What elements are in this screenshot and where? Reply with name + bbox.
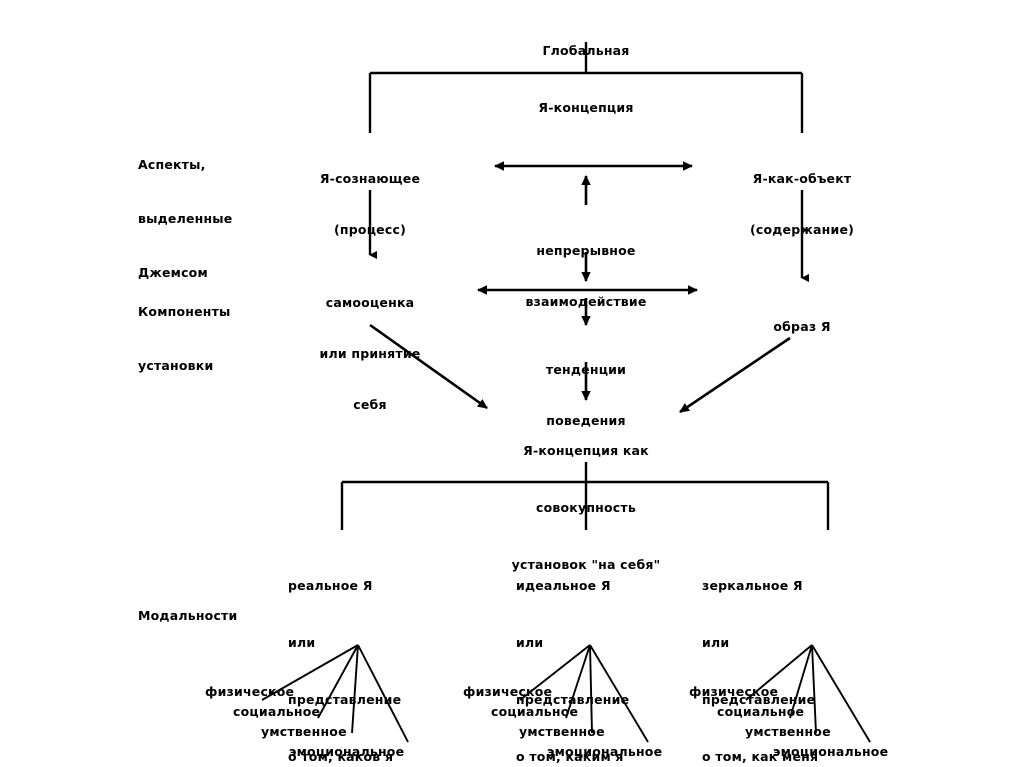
aspect-real-physical: физическое	[205, 684, 295, 699]
row-label-aspects-james-line2: выделенные	[138, 211, 233, 226]
node-continuous-interaction-line1: непрерывное	[536, 243, 636, 258]
node-modality-real-self-line4: о том, каков я	[288, 749, 394, 764]
modality-to-aspects-fan	[261, 644, 871, 743]
node-global-self-concept: Глобальная Я-концепция	[538, 3, 633, 155]
node-behavior-tendencies: тенденции поведения	[546, 327, 626, 463]
aspect-mirror-mental: умственное	[745, 724, 831, 739]
node-self-as-knower: Я-сознающее (процесс)	[320, 136, 420, 272]
interaction-arrows	[477, 161, 698, 326]
aspect-real-mental: умственное	[261, 724, 347, 739]
node-self-as-knower-line2: (процесс)	[334, 222, 406, 237]
node-global-self-concept-line2: Я-концепция	[538, 100, 634, 115]
node-self-esteem-line3: себя	[353, 397, 387, 412]
node-self-concept-attitudes-line2: совокупность	[536, 500, 636, 515]
node-self-esteem: самооценка или принятие себя	[320, 260, 421, 447]
node-modality-ideal-self-line1: идеальное Я	[516, 578, 611, 593]
aspect-ideal-mental: умственное	[519, 724, 605, 739]
aspect-real-social: социальное	[233, 704, 321, 719]
node-modality-ideal-self: идеальное Я или представление о том, как…	[516, 538, 629, 767]
row-label-components-line2: установки	[138, 358, 214, 373]
row-label-modalities-line1: Модальности	[138, 608, 238, 623]
node-self-esteem-line2: или принятие	[319, 346, 421, 361]
row-label-aspects-james-line1: Аспекты,	[138, 157, 206, 172]
node-self-concept-attitudes-line1: Я-концепция как	[523, 443, 649, 458]
row-label-aspects: Аспекты	[138, 738, 201, 767]
node-modality-real-self: реальное Я или представление о том, како…	[288, 538, 401, 767]
node-continuous-interaction-line2: взаимодействие	[525, 294, 647, 309]
james-to-components	[368, 190, 809, 282]
node-self-as-knower-line1: Я-сознающее	[319, 171, 421, 186]
row-label-components-line1: Компоненты	[138, 304, 231, 319]
node-modality-mirror-self: зеркальное Я или представление о том, ка…	[702, 538, 867, 767]
node-self-image-line1: образ Я	[773, 319, 831, 334]
node-modality-mirror-self-line2: или	[702, 635, 730, 650]
node-global-self-concept-line1: Глобальная	[542, 43, 630, 58]
node-modality-mirror-self-line4: о том, как меня	[702, 749, 819, 764]
node-modality-real-self-line2: или	[288, 635, 316, 650]
aspect-ideal-social: социальное	[491, 704, 579, 719]
node-self-concept-attitudes-line3: установок "на себя"	[511, 557, 661, 572]
node-self-image: образ Я	[773, 284, 830, 369]
aspect-ideal-emotional: эмоциональное	[547, 744, 663, 759]
row-label-aspects-james: Аспекты, выделенные Джемсом	[138, 120, 232, 318]
node-modality-mirror-self-line3: представление	[702, 692, 816, 707]
node-self-as-object-line1: Я-как-объект	[752, 171, 852, 186]
aspect-ideal-physical: физическое	[463, 684, 553, 699]
aspect-mirror-emotional: эмоциональное	[773, 744, 889, 759]
node-modality-real-self-line1: реальное Я	[288, 578, 373, 593]
node-modality-real-self-line3: представление	[288, 692, 402, 707]
node-behavior-tendencies-line1: тенденции	[545, 362, 627, 377]
node-self-esteem-line1: самооценка	[325, 295, 415, 310]
node-modality-ideal-self-line3: представление	[516, 692, 630, 707]
node-self-as-object-line2: (содержание)	[749, 222, 855, 237]
node-self-as-object: Я-как-объект (содержание)	[750, 136, 854, 272]
row-label-modalities: Модальности	[138, 571, 237, 661]
top-branch	[368, 42, 804, 133]
node-modality-mirror-self-line1: зеркальное Я	[702, 578, 803, 593]
row-label-aspects-james-line3: Джемсом	[138, 265, 208, 280]
node-modality-ideal-self-line4: о том, каким я	[516, 749, 624, 764]
aspect-real-emotional: эмоциональное	[289, 744, 405, 759]
row-label-components: Компоненты установки	[138, 267, 231, 411]
node-self-concept-attitudes: Я-концепция как совокупность установок "…	[512, 403, 661, 612]
node-behavior-tendencies-line2: поведения	[546, 413, 626, 428]
aspect-mirror-physical: физическое	[689, 684, 779, 699]
converge-arrows	[369, 323, 791, 414]
node-continuous-interaction: непрерывное взаимодействие	[525, 208, 646, 344]
central-to-modalities	[340, 462, 830, 530]
node-modality-ideal-self-line2: или	[516, 635, 544, 650]
aspect-mirror-social: социальное	[717, 704, 805, 719]
